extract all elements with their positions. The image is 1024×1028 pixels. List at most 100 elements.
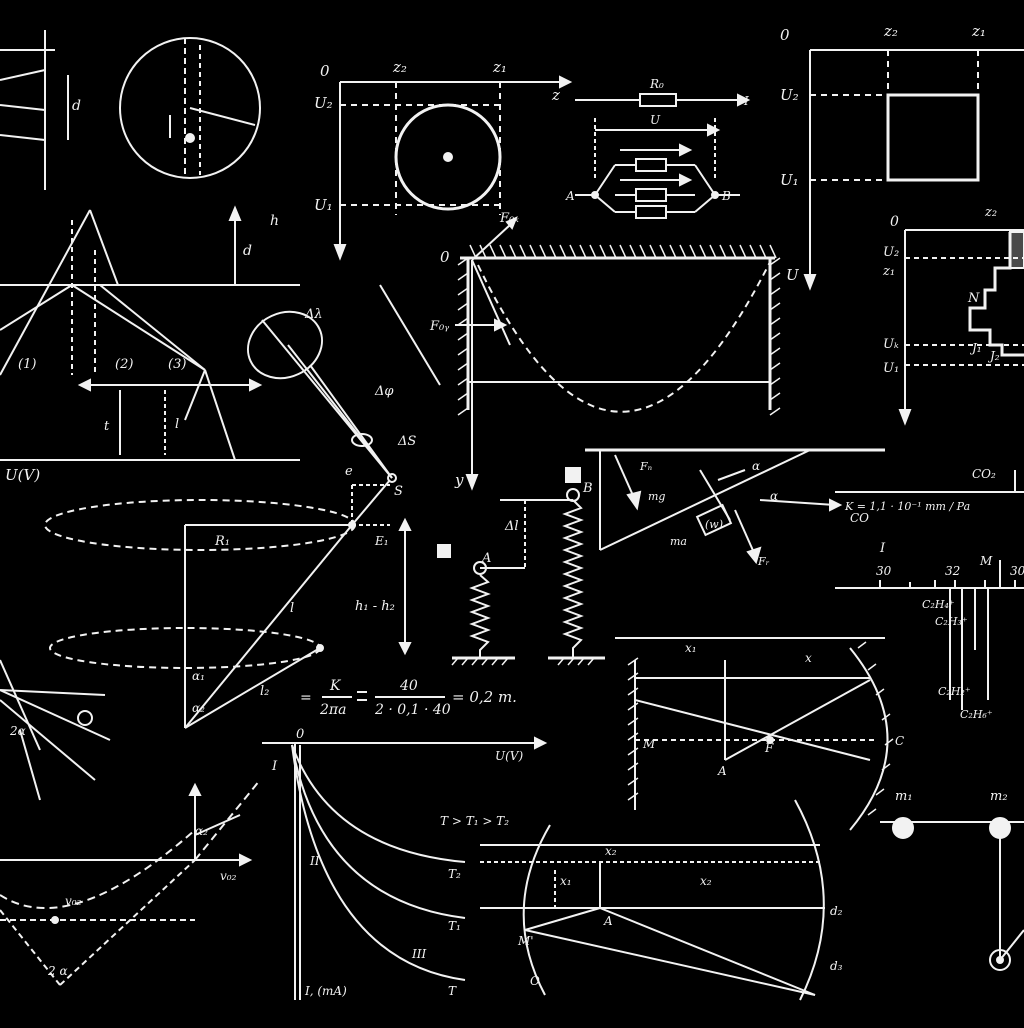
circle-diagram [119,37,261,179]
conc-co2: CO₂ [972,467,996,481]
box3-uk: Uₖ [883,337,899,352]
box2-u2: U₂ [780,86,799,104]
projectile-diagram [0,779,261,986]
pyramid-d: d [243,243,252,259]
iv-yaxis: I [271,759,278,774]
wedge-fragment: d [0,30,81,190]
square-region-diagram [803,49,1024,291]
box2-z1: z₁ [971,22,986,40]
mirror-c: C [895,734,904,748]
box2-z2: z₂ [883,22,898,40]
circuit-b: B [721,189,731,203]
box2-origin: 0 [780,26,790,44]
circuit-i: I [743,94,749,108]
box3-j1: J₁ [969,341,982,355]
box1-z1: z₁ [492,58,507,76]
box2-u: U [786,266,800,284]
lens-diagram [480,799,825,1001]
cone-e: e [345,464,353,479]
lens-d2: d₂ [830,904,843,918]
ray-fan [0,659,111,801]
spring-x: Δl [504,519,519,534]
conc-k: K = 1,1 · 10⁻¹ mm / Pa [844,500,970,513]
iv-zero: 0 [296,727,304,742]
eq-lhs: = [300,690,312,706]
conc-m: M [979,554,993,568]
pyramid-ul: U(V) [5,466,40,484]
conc-t30: 30 [876,564,892,578]
iv-r2: II [309,854,320,868]
beam-y: y [454,471,464,489]
eq-den2: 2 · 0,1 · 40 [374,702,451,718]
cone-diagram [247,284,441,483]
cone-s2: S [394,484,403,499]
mirror-x: x [805,651,812,665]
conc-co: CO [850,511,869,525]
proj-e: 2 α [47,964,68,978]
box3-z2: z₂ [984,205,997,220]
iv-ylabel: I, (mA) [304,984,347,998]
incline-w: (w) [705,518,723,531]
lens-x2: x₂ [605,844,617,858]
spring-a: A [481,551,491,566]
incline-ma: ma [670,535,687,548]
ellipse-a2: α₂ [192,701,205,715]
conc-t32: 32 [945,564,960,578]
iv-c3: T [448,984,457,998]
equation-block [322,691,445,701]
iv-r3: III [411,947,426,961]
incline-mg: mg [648,490,665,503]
conc-s1: C₂H₄⁺ [922,598,955,611]
beam-fy: F₀ᵧ [429,319,449,334]
box3-u1: U₁ [883,361,899,376]
box1-u1: U₁ [314,196,333,214]
ellipse-h: h₁ - h₂ [355,599,395,614]
pyramid-h: h [270,213,279,229]
mass-spectrum-scale [835,470,1024,710]
wedge-label: d [72,98,81,114]
incline-fn: Fₙ [639,460,652,473]
lens-x1: x₁ [560,874,572,888]
ellipse-l: l [290,601,294,616]
conc-s2: C₂H₃⁺ [935,615,968,628]
circuit-a: A [565,189,575,203]
box3-u2: U₂ [883,245,899,260]
iv-curves [262,736,548,1000]
square-circle-diagram [333,75,573,261]
beam-parabola [455,216,781,491]
spring-b: B [582,481,593,496]
iv-c1: T₂ [448,867,461,881]
inclined-plane [585,448,885,565]
mirror-ray-diagram [615,637,894,831]
box1-u2: U₂ [314,94,333,112]
box3-j2: J₂ [987,349,1000,363]
two-mass-system [880,817,1024,971]
ellipse-e: E₁ [374,534,389,548]
box1-origin: 0 [320,62,330,80]
mirror-m: M [642,737,656,751]
mirror-f: F [764,741,774,755]
mirror-a: A [717,764,727,778]
step-profile-diagram [898,229,1024,426]
proj-v0: v₀₂ [65,894,82,908]
cone-s: ΔS [397,434,416,449]
lens-a: A [603,914,613,928]
box1-z: z [551,86,560,104]
box2-u1: U₁ [780,171,799,189]
eq-num2: 40 [399,678,418,694]
box3-z1: z₁ [882,264,895,279]
pyramid-t: t [104,419,110,434]
incline-fr: Fᵣ [757,555,770,568]
box3-origin: 0 [890,214,899,230]
iv-title: U(V) [495,749,523,763]
ellipse-r1: R₁ [214,534,230,549]
ellipse-a1: α₁ [192,669,205,683]
conc-s4: C₂H₆⁺ [960,708,993,721]
box1-z2: z₂ [392,58,407,76]
lens-m: M' [517,934,534,948]
beam-origin: 0 [440,248,450,266]
proj-a: α₂ [195,824,208,838]
eq-rhs: = 0,2 m. [452,688,517,706]
